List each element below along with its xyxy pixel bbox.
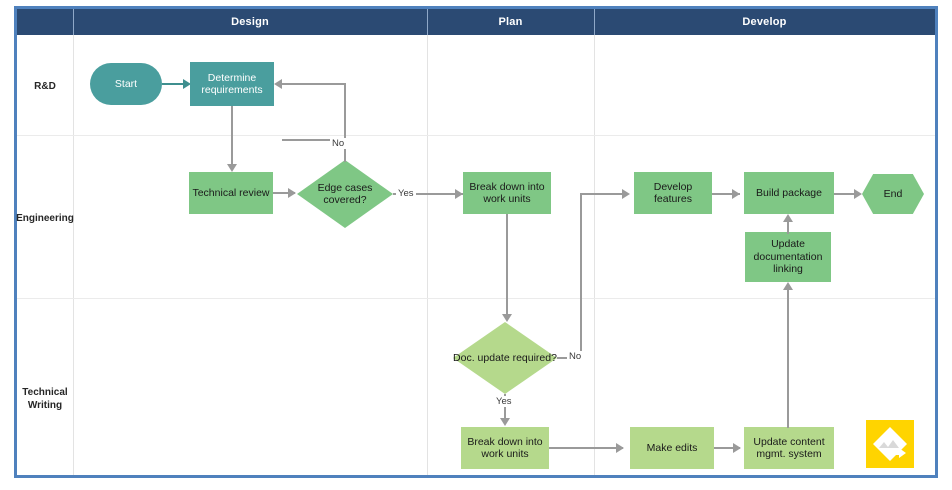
node-update-content-mgmt-system[interactable]: Update content mgmt. system — [744, 427, 834, 469]
edge-breakdown-to-docupdate-arrowhead — [502, 314, 512, 322]
edge-start-to-determine — [162, 83, 188, 85]
edge-cms-to-updatedoc — [787, 286, 789, 428]
edge-label-yes-edge-cases: Yes — [396, 188, 416, 199]
lane-divider-2 — [17, 298, 935, 299]
edge-updatedoc-to-build-arrowhead — [783, 214, 793, 222]
edge-start-to-determine-arrowhead — [183, 79, 191, 89]
column-divider-2 — [427, 35, 428, 475]
edge-build-to-end — [834, 193, 860, 195]
edge-determine-to-review-arrowhead — [227, 164, 237, 172]
diamond-shape-icon — [297, 160, 393, 228]
node-doc-update-label: Doc. update required? — [453, 351, 557, 364]
edge-no-edgecases-return — [281, 83, 345, 85]
lane-label-engineering[interactable]: Engineering — [16, 213, 74, 224]
edge-breakdown-to-docupdate — [506, 214, 508, 318]
edge-makeedits-to-cms — [714, 447, 740, 449]
edge-determine-to-review — [231, 106, 233, 168]
node-start[interactable]: Start — [90, 63, 162, 105]
column-divider-1 — [73, 35, 74, 475]
column-header-design[interactable]: Design — [231, 16, 269, 28]
edge-yes-docupdate-arrowhead — [500, 418, 510, 426]
edge-develop-to-build-arrowhead — [732, 189, 740, 199]
column-header-plan[interactable]: Plan — [498, 16, 523, 28]
diamond-shape-icon — [453, 322, 557, 394]
node-break-down-technical-writing[interactable]: Break down into work units — [461, 427, 549, 469]
logo-glyph-icon — [873, 427, 907, 461]
edge-no-edgecases-riser — [344, 83, 346, 140]
edge-no-edgecases-arrowhead — [274, 79, 282, 89]
node-technical-review[interactable]: Technical review — [189, 172, 273, 214]
edge-no-edgecases-horizontal — [282, 139, 345, 141]
column-header-develop[interactable]: Develop — [742, 16, 787, 28]
edge-build-to-end-arrowhead — [854, 189, 862, 199]
edge-makeedits-to-cms-arrowhead — [733, 443, 741, 453]
edge-yes-docupdate — [504, 394, 506, 422]
lane-label-technical-writing[interactable]: Technical Writing — [22, 387, 68, 411]
edge-no-docupdate-riser — [580, 194, 582, 358]
diagram-app-logo-watermark — [866, 420, 914, 468]
edge-updatedoc-to-build — [787, 216, 789, 234]
edge-label-no-edge-cases: No — [330, 138, 347, 149]
lane-divider-1 — [17, 135, 935, 136]
edge-breakdowntw-to-makeedits — [549, 447, 623, 449]
column-divider-3 — [594, 35, 595, 475]
node-determine-requirements[interactable]: Determine requirements — [190, 62, 274, 106]
node-edge-cases-covered[interactable]: Edge cases covered? — [297, 160, 393, 228]
node-doc-update-required[interactable]: Doc. update required? — [453, 322, 557, 394]
node-end[interactable]: End — [862, 174, 924, 214]
lane-label-rnd[interactable]: R&D — [34, 81, 56, 92]
edge-cms-to-updatedoc-arrowhead — [783, 282, 793, 290]
edge-label-yes-doc-update: Yes — [494, 396, 514, 407]
edge-review-to-edgecases-arrowhead — [288, 188, 296, 198]
edge-label-no-doc-update: No — [567, 351, 584, 362]
node-make-edits[interactable]: Make edits — [630, 427, 714, 469]
edge-yes-edgecases-arrowhead — [455, 189, 463, 199]
node-build-package[interactable]: Build package — [744, 172, 834, 214]
edge-breakdowntw-to-makeedits-arrowhead — [616, 443, 624, 453]
edge-no-docupdate-arrowhead — [622, 189, 630, 199]
edge-develop-to-build — [712, 193, 740, 195]
header-separator-2 — [427, 9, 428, 35]
edge-yes-edgecases — [393, 193, 463, 195]
node-edge-cases-label: Edge cases covered? — [317, 181, 373, 207]
header-separator-3 — [594, 9, 595, 35]
edge-no-edgecases-vertical — [344, 140, 346, 162]
swimlane-header-band — [17, 9, 935, 35]
header-separator-1 — [73, 9, 74, 35]
node-break-down-engineering[interactable]: Break down into work units — [463, 172, 551, 214]
edge-no-docupdate-to-develop — [580, 193, 626, 195]
edge-review-to-edgecases — [273, 192, 295, 194]
node-develop-features[interactable]: Develop features — [634, 172, 712, 214]
node-update-documentation-linking[interactable]: Update documentation linking — [745, 232, 831, 282]
